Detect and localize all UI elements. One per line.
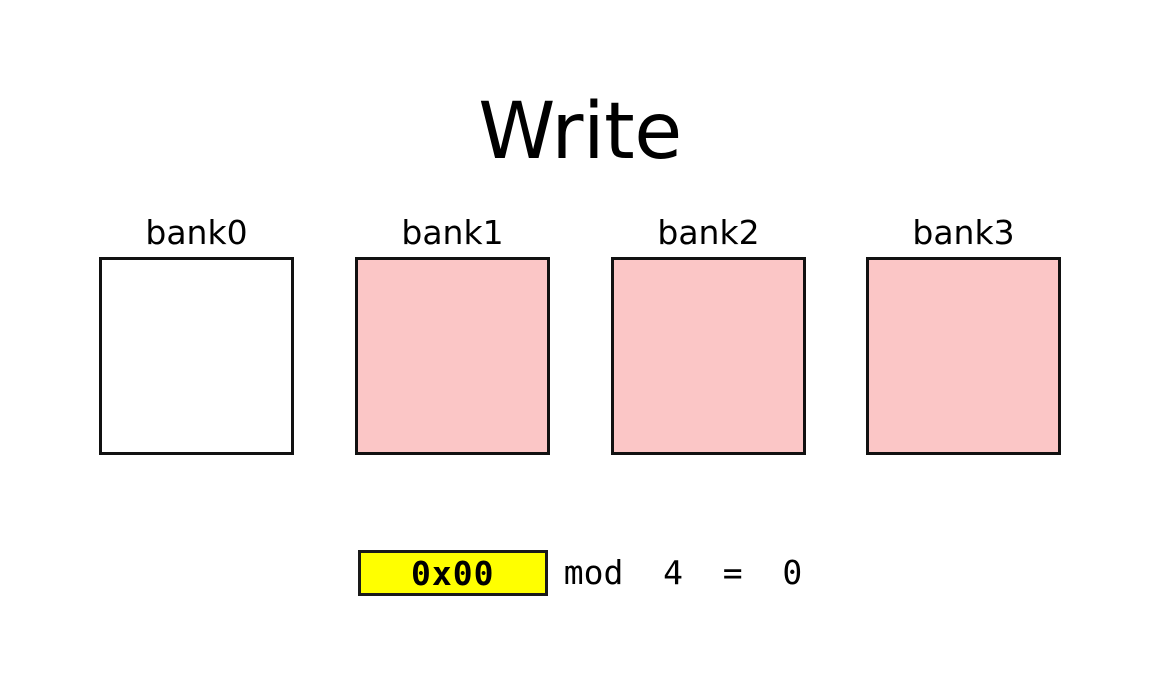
- bank-label-3: bank3: [912, 213, 1015, 252]
- page-title: Write: [478, 87, 682, 177]
- bank-box-2[interactable]: [611, 257, 806, 455]
- bank-label-0: bank0: [145, 213, 248, 252]
- formula-expression: mod 4 = 0: [563, 553, 803, 592]
- bank-box-1[interactable]: [355, 257, 550, 455]
- bank-row: bank0 bank1 bank2 bank3: [99, 213, 1061, 455]
- bank-label-2: bank2: [657, 213, 760, 252]
- bank-label-1: bank1: [401, 213, 504, 252]
- address-highlight-chip[interactable]: 0x00: [357, 550, 548, 596]
- bank-box-3[interactable]: [866, 257, 1061, 455]
- bank-box-0[interactable]: [99, 257, 294, 455]
- address-formula: 0x00 mod 4 = 0: [0, 543, 1160, 603]
